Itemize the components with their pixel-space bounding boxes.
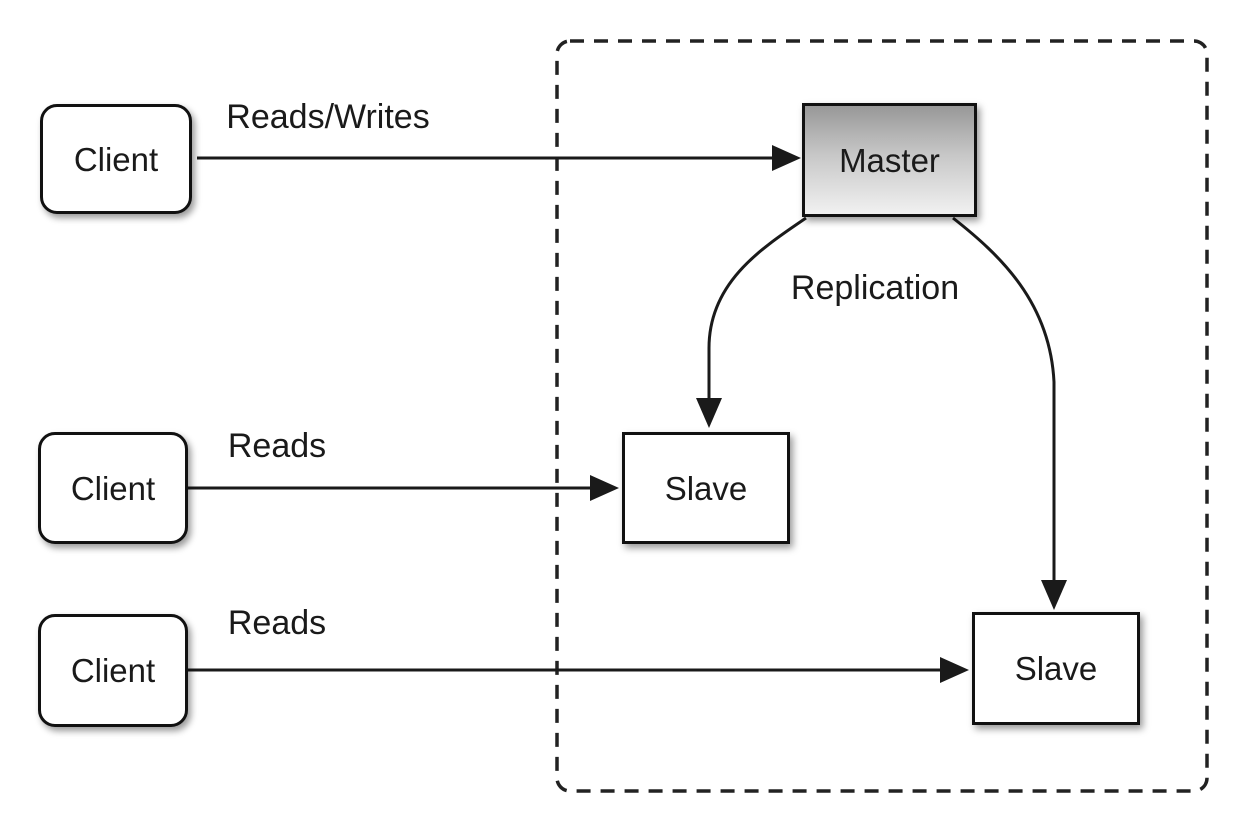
node-client-top: Client — [40, 104, 192, 214]
arrow-reads-writes — [197, 145, 801, 171]
replication-group-boundary — [555, 39, 1209, 793]
node-client-middle-label: Client — [70, 469, 156, 507]
node-slave-bottom-label: Slave — [1014, 650, 1098, 687]
node-client-top-label: Client — [73, 140, 159, 178]
node-slave-middle: Slave — [622, 432, 790, 544]
node-slave-bottom: Slave — [972, 612, 1140, 725]
edge-label-reads-middle: Reads — [227, 427, 327, 465]
node-client-middle: Client — [38, 432, 188, 544]
edge-label-reads-writes: Reads/Writes — [226, 98, 430, 136]
node-master: Master — [802, 103, 977, 217]
node-slave-middle-label: Slave — [664, 469, 748, 507]
arrow-replication-left — [696, 216, 807, 428]
edge-label-replication: Replication — [790, 269, 960, 307]
arrow-reads-bottom — [188, 657, 969, 683]
node-client-bottom-label: Client — [70, 652, 156, 689]
edge-label-reads-bottom: Reads — [227, 604, 327, 642]
node-master-label: Master — [839, 141, 940, 179]
arrow-replication-right — [952, 216, 1067, 610]
node-client-bottom: Client — [38, 614, 188, 727]
arrow-reads-middle — [188, 475, 619, 501]
